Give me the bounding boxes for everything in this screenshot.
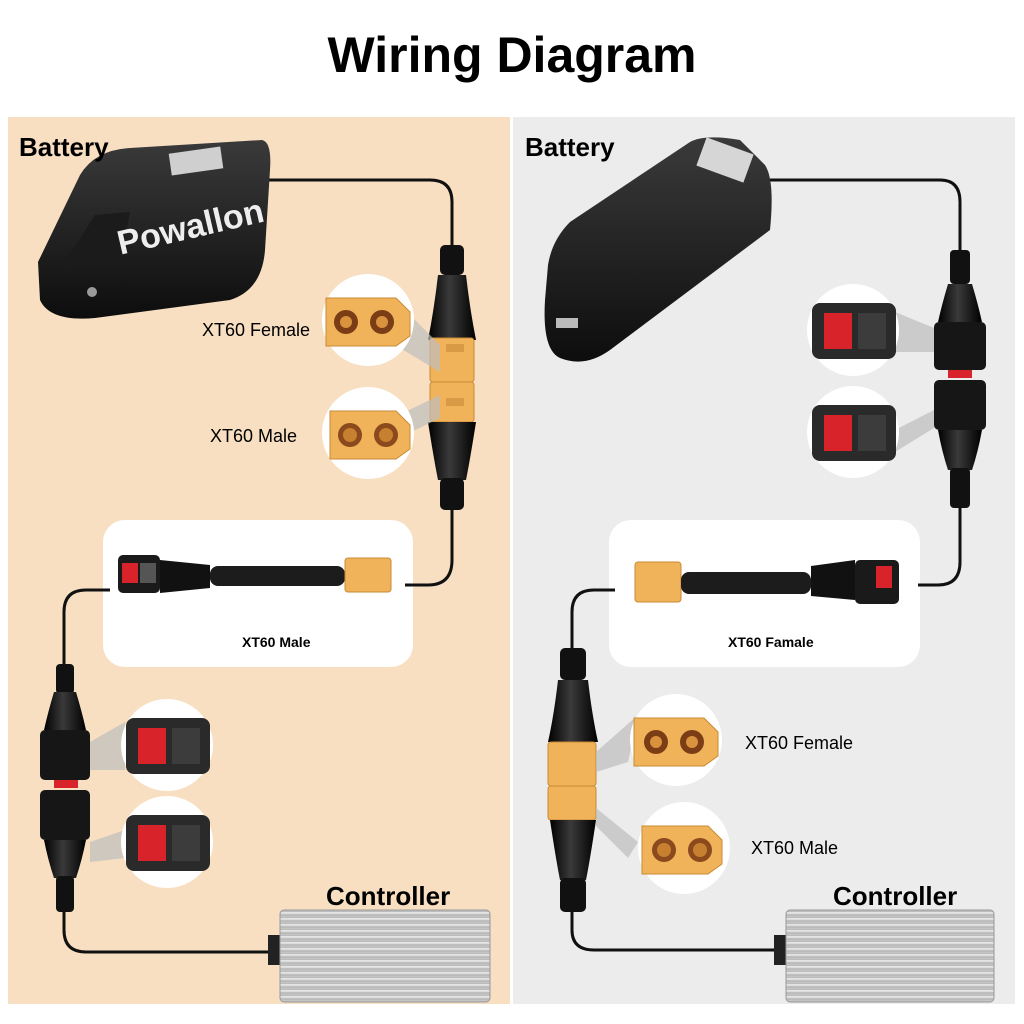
right-anderson-inline-assembly bbox=[934, 250, 986, 508]
left-controller-label: Controller bbox=[326, 881, 451, 911]
right-anderson-connector-image-2 bbox=[807, 386, 899, 478]
right-xt60-male-image bbox=[638, 802, 730, 894]
left-battery-label: Battery bbox=[19, 132, 109, 162]
left-xt60-male-label: XT60 Male bbox=[210, 426, 298, 446]
right-adapter-image bbox=[634, 560, 899, 604]
right-anderson-connector-image-1 bbox=[807, 284, 899, 376]
right-xt60-female-image bbox=[630, 694, 722, 786]
left-xt60-female-image bbox=[322, 274, 414, 366]
left-adapter-card bbox=[103, 520, 413, 667]
right-cables bbox=[570, 178, 962, 952]
left-anderson-connector-image-1 bbox=[121, 699, 213, 791]
left-cables bbox=[62, 178, 454, 954]
right-xt60-male-label: XT60 Male bbox=[751, 838, 839, 858]
left-battery-image bbox=[38, 140, 271, 319]
left-xt60-female-label: XT60 Female bbox=[202, 320, 311, 340]
left-anderson-inline-assembly bbox=[40, 664, 90, 912]
diagram-title: Wiring Diagram bbox=[327, 27, 697, 83]
left-anderson-connector-image-2 bbox=[121, 796, 213, 888]
left-xt60-inline-assembly bbox=[428, 245, 476, 510]
left-xt60-male-image bbox=[322, 387, 414, 479]
right-controller-image bbox=[774, 909, 995, 1003]
left-adapter-image bbox=[118, 555, 392, 593]
right-controller-label: Controller bbox=[833, 881, 958, 911]
right-xt60-female-label: XT60 Female bbox=[745, 733, 854, 753]
right-battery-label: Battery bbox=[525, 132, 615, 162]
right-battery-image bbox=[544, 137, 772, 362]
right-xt60-inline-assembly bbox=[547, 648, 598, 912]
left-controller-image bbox=[268, 909, 491, 1003]
left-adapter-label: XT60 Male bbox=[242, 634, 311, 650]
right-adapter-label: XT60 Famale bbox=[728, 634, 814, 650]
